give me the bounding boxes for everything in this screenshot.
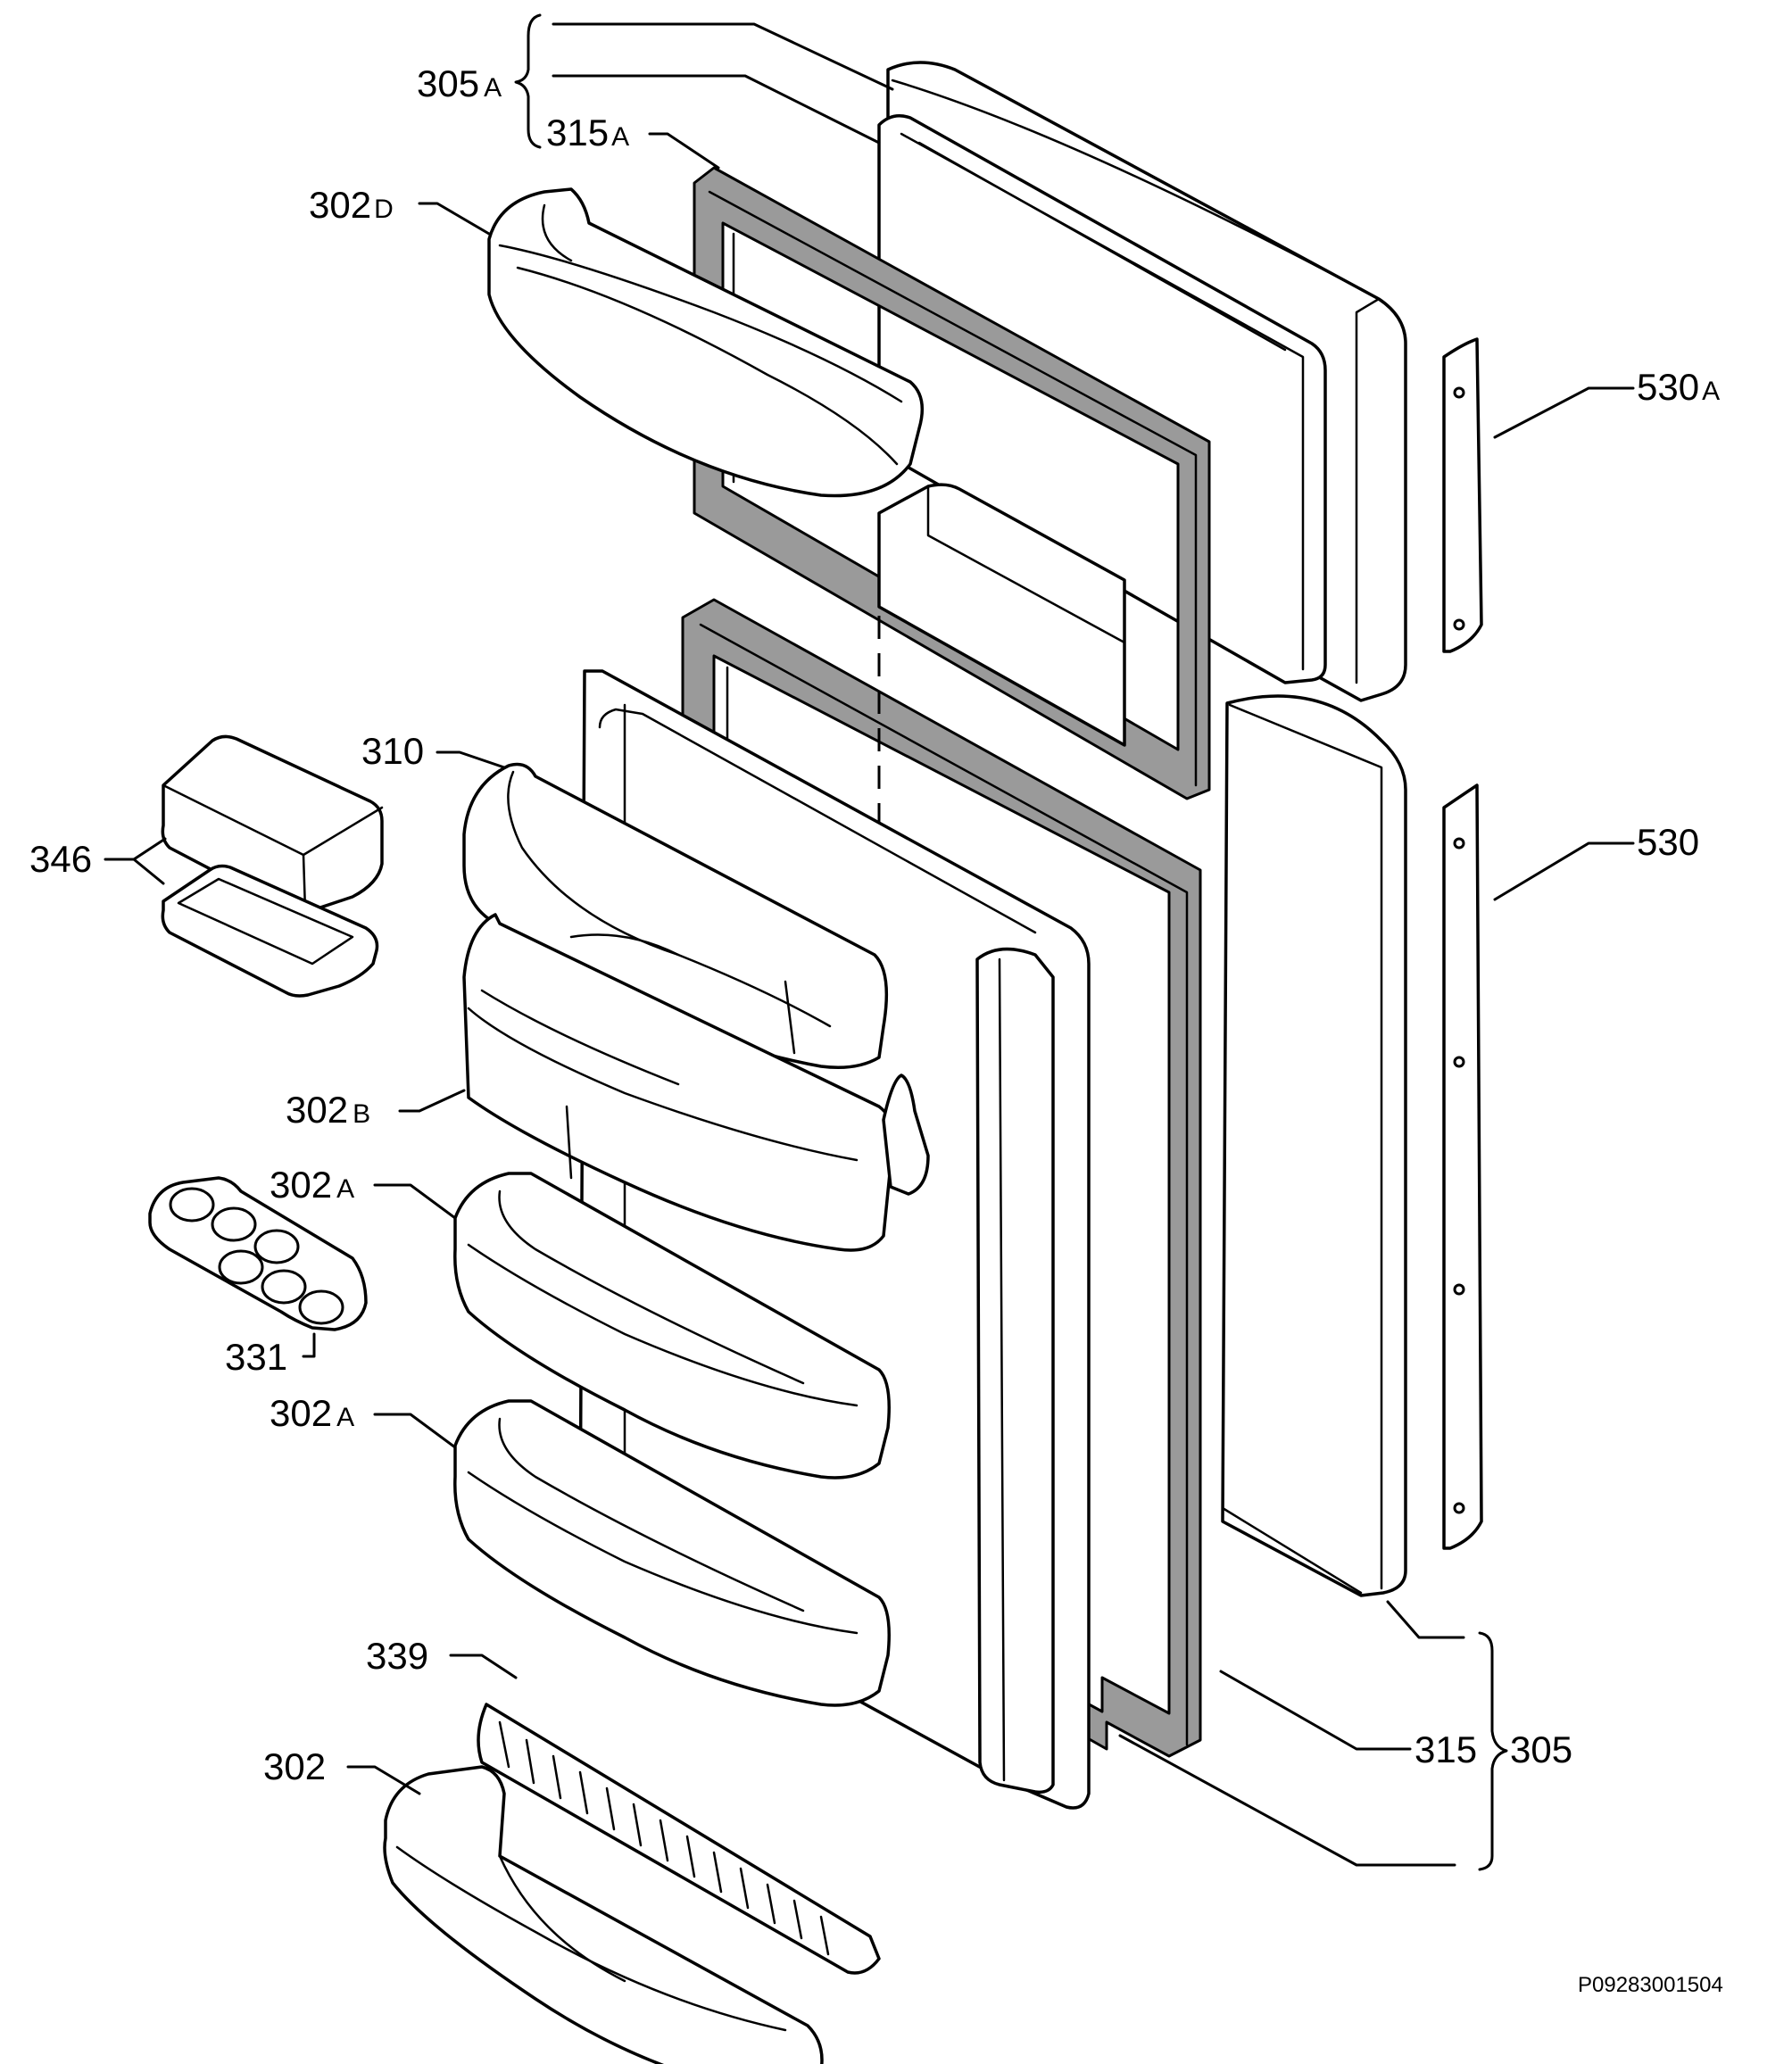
leader-302b [398,1089,466,1113]
lower-hinge-cover [1442,783,1483,1550]
freezer-door-inner-block [877,483,1126,747]
callout-305: 305 [1510,1728,1572,1770]
brace-305a [514,13,542,149]
drawing-code: P09283001504 [1578,1973,1723,1997]
door-shelf-b [462,913,930,1252]
callout-310: 310 [361,730,424,772]
fridge-door-liner-rim [975,947,1055,1795]
leader-310 [436,750,506,769]
freezer-door-shelf [487,187,925,498]
leader-302d [418,202,491,236]
door-shelf-a-lower [453,1399,891,1707]
leader-302 [346,1765,421,1795]
callout-302: 302 [263,1745,326,1787]
leader-315a [648,132,720,170]
callout-331: 331 [225,1336,287,1378]
leader-305-top [1386,1600,1465,1639]
bottle-retainer [477,1703,881,1975]
leader-305-bottom [1118,1734,1456,1867]
door-shelf-a-upper [453,1172,891,1480]
egg-tray [148,1176,368,1331]
callout-339: 339 [366,1635,428,1677]
leader-305a-mid [552,74,881,145]
leader-530a [1493,386,1635,439]
leader-302a-lower [373,1413,457,1449]
fridge-door-panel [1221,694,1407,1597]
leader-305a-top [552,22,894,91]
callout-346: 346 [29,838,92,880]
leader-346 [104,837,167,885]
leader-302a-upper [373,1183,457,1220]
callout-315: 315 [1415,1728,1477,1770]
leader-339 [449,1654,518,1679]
butter-dish-base [161,864,379,998]
bottle-shelf [383,1765,824,2064]
leader-331 [302,1332,316,1358]
upper-hinge-cover [1442,337,1483,653]
leader-315 [1219,1670,1412,1751]
leader-530 [1493,841,1635,901]
callout-530: 530 [1637,821,1699,863]
brace-305 [1478,1631,1508,1871]
